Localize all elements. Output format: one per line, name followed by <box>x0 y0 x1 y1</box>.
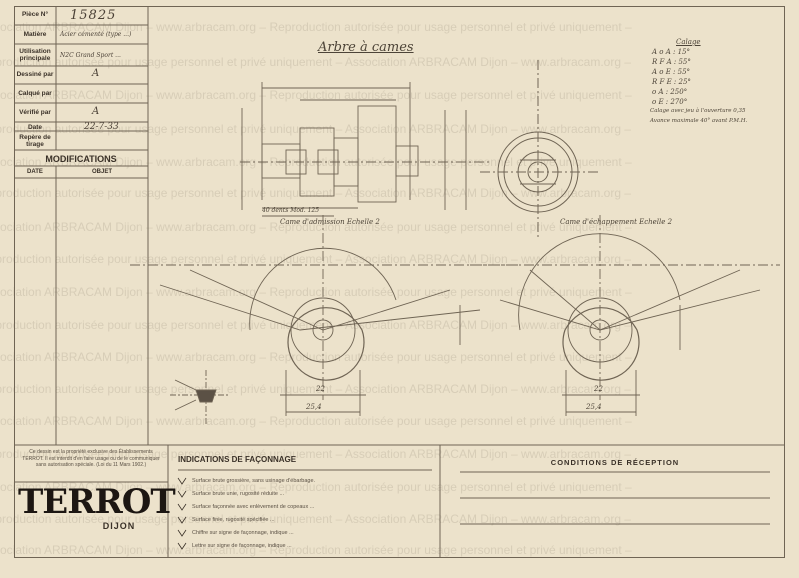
watermark-line: Reproduction autorisée pour usage person… <box>0 122 632 136</box>
watermark-line: Reproduction autorisée pour usage person… <box>0 252 632 266</box>
watermark-line: Association ARBRACAM Dijon – www.arbraca… <box>0 20 632 34</box>
matiere-value: Acier cémenté (type ...) <box>60 31 132 38</box>
watermark-line: Association ARBRACAM Dijon – www.arbraca… <box>0 220 632 234</box>
calage-line: A o E : 55° <box>652 68 691 76</box>
watermark-line: Association ARBRACAM Dijon – www.arbraca… <box>0 88 632 102</box>
sheet-border <box>14 6 785 558</box>
date-label: Date <box>27 124 43 131</box>
watermark-line: Association ARBRACAM Dijon – www.arbraca… <box>0 543 632 557</box>
dimension-22-left: 22 <box>316 385 325 393</box>
modifications-title: MODIFICATIONS <box>45 154 117 164</box>
watermark-line: Association ARBRACAM Dijon – www.arbraca… <box>0 350 632 364</box>
watermark-line: Reproduction autorisée pour usage person… <box>0 318 632 332</box>
modifications-col-date: DATE <box>27 169 43 175</box>
indication-item: Chiffre sur signe de façonnage, indique … <box>192 530 294 536</box>
calage-line: o E : 270° <box>652 98 688 106</box>
admission-cam-label: Came d'admission Echelle 2 <box>280 218 380 226</box>
indications-title: INDICATIONS DE FAÇONNAGE <box>178 455 297 464</box>
modifications-col-objet: OBJET <box>91 169 112 175</box>
dimension-22-right: 22 <box>594 385 603 393</box>
piece-value: 15825 <box>70 8 117 23</box>
dessine-value: A <box>92 68 100 79</box>
date-value: 22-7-33 <box>84 122 119 132</box>
watermark-line: Association ARBRACAM Dijon – www.arbraca… <box>0 414 632 428</box>
echappement-cam-label: Came d'échappement Echelle 2 <box>560 218 673 226</box>
utilisation-label: Utilisation principale <box>19 48 51 62</box>
conditions-title: CONDITIONS DE RÉCEPTION <box>550 458 680 467</box>
dessine-label: Dessiné par <box>16 71 54 78</box>
watermark-line: Reproduction autorisée pour usage person… <box>0 55 632 69</box>
property-notice: Ce dessin est la propriété exclusive des… <box>22 449 160 468</box>
calage-note: Avance maximale 40° avant P.M.H. <box>650 118 748 124</box>
dimension-25-left: 25,4 <box>306 403 322 411</box>
calage-note: Calage avec jeu à l'ouverture 0,35 <box>650 108 746 114</box>
piece-label: Pièce N° <box>21 11 49 18</box>
matiere-label: Matière <box>23 31 47 38</box>
indication-item: Surface brute grossière, sans usinage d'… <box>192 478 316 484</box>
watermark-line: Reproduction autorisée pour usage person… <box>0 382 632 396</box>
calage-line: R F E : 25° <box>652 78 691 86</box>
watermark-line: Reproduction autorisée pour usage person… <box>0 447 632 461</box>
verifie-label: Vérifié par <box>19 109 51 116</box>
city-label: DIJON <box>102 521 136 531</box>
watermark-line: Reproduction autorisée pour usage person… <box>0 512 632 526</box>
watermark-line: Association ARBRACAM Dijon – www.arbraca… <box>0 480 632 494</box>
verifie-value: A <box>92 106 100 117</box>
calage-title: Calage <box>676 38 701 46</box>
indication-item: Surface brute unie, rugosité réduite ... <box>192 491 285 497</box>
indication-item: Lettre sur signe de façonnage, indique .… <box>192 543 292 549</box>
calage-line: A o A : 15° <box>652 48 690 56</box>
indication-item: Surface façonnée avec enlèvement de cope… <box>192 504 315 510</box>
calage-line: o A : 250° <box>652 88 688 96</box>
utilisation-value: N2C Grand Sport ... <box>60 52 121 59</box>
drawing-title: Arbre à cames <box>318 40 414 55</box>
watermark-line: Association ARBRACAM Dijon – www.arbraca… <box>0 285 632 299</box>
calque-label: Calqué par <box>18 90 52 97</box>
indication-item: Surface finie, rugosité spécifiée ... <box>192 517 275 523</box>
terrot-logo: TERROT <box>18 482 176 522</box>
watermark-line: Reproduction autorisée pour usage person… <box>0 186 632 200</box>
calage-line: R F A : 55° <box>652 58 691 66</box>
repere-label: Repère de tirage <box>19 134 51 148</box>
gear-module-label: 40 dents Mod. 125 <box>262 207 320 214</box>
dimension-25-right: 25,4 <box>586 403 602 411</box>
